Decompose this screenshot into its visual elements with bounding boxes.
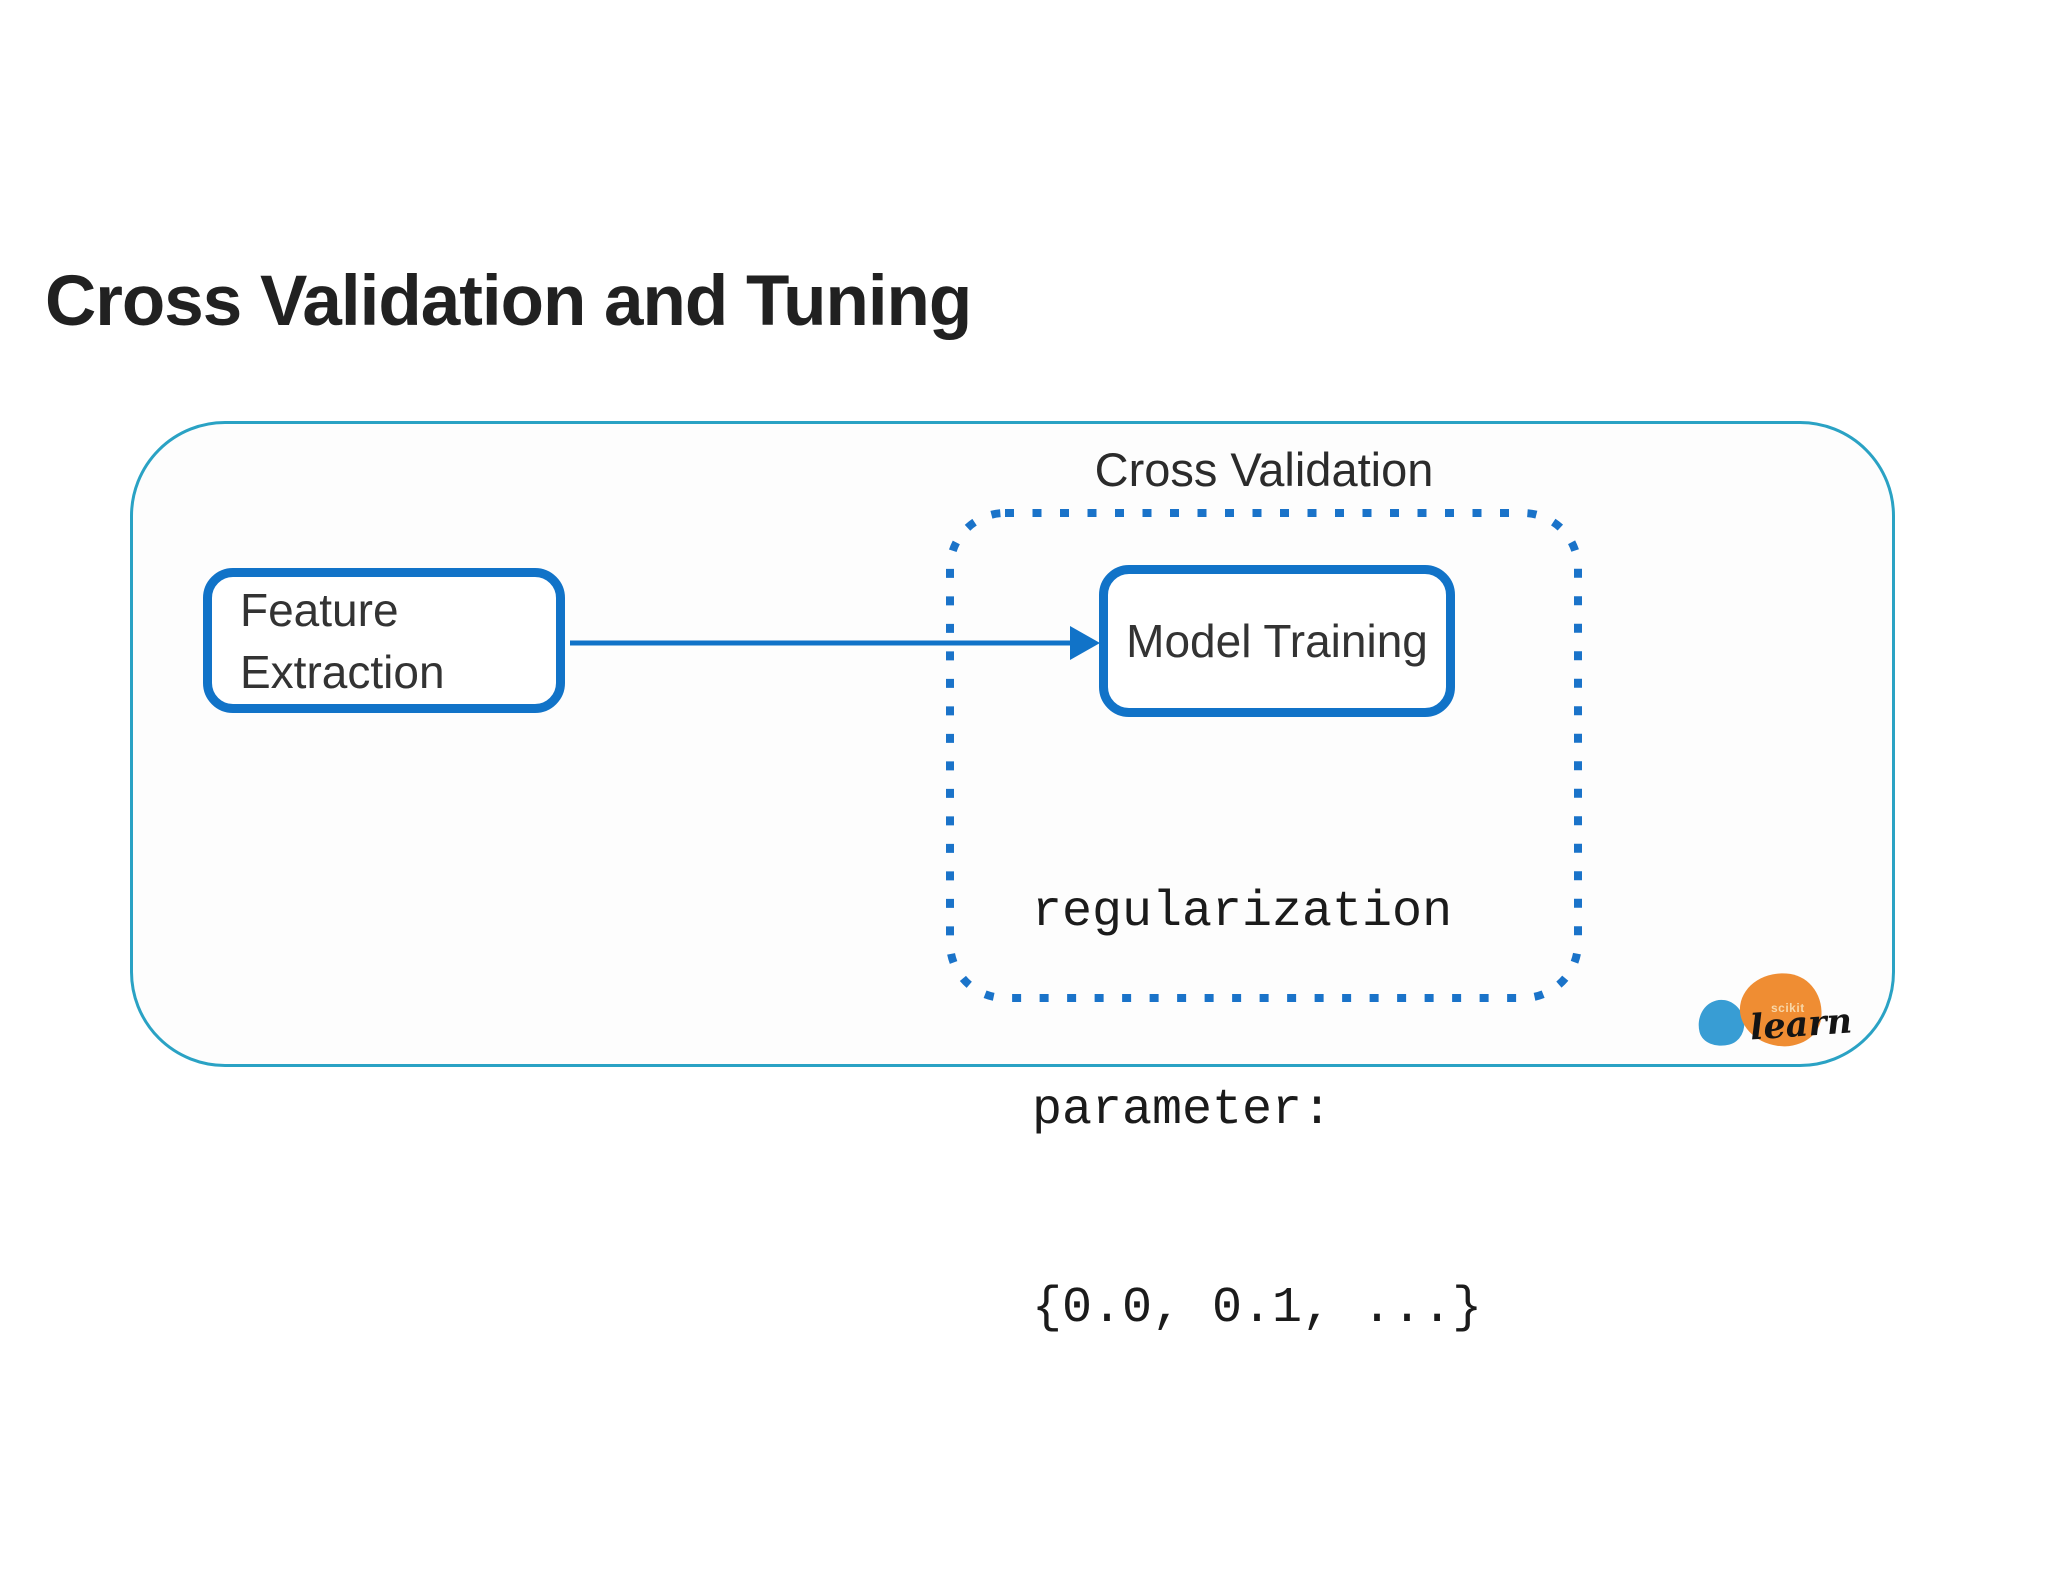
diagram-container <box>130 421 1895 1067</box>
regularization-annotation: regularization parameter: {0.0, 0.1, ...… <box>1032 748 1482 1408</box>
scikit-learn-logo: scikit learn <box>1690 960 1860 1060</box>
regularization-line3: {0.0, 0.1, ...} <box>1032 1280 1483 1337</box>
feature-extraction-node: Feature Extraction <box>203 568 565 713</box>
feature-extraction-label-line2: Extraction <box>240 646 445 698</box>
logo-scikit-label: scikit <box>1771 1001 1805 1015</box>
cross-validation-label: Cross Validation <box>1094 443 1434 496</box>
logo-learn-label: learn <box>1748 1000 1854 1049</box>
regularization-line2: parameter: <box>1032 1082 1333 1139</box>
regularization-line1: regularization <box>1032 884 1453 941</box>
page-title: Cross Validation and Tuning <box>45 262 972 341</box>
feature-extraction-label-line1: Feature <box>240 584 399 636</box>
model-training-label: Model Training <box>1126 615 1428 667</box>
model-training-node: Model Training <box>1099 565 1455 717</box>
